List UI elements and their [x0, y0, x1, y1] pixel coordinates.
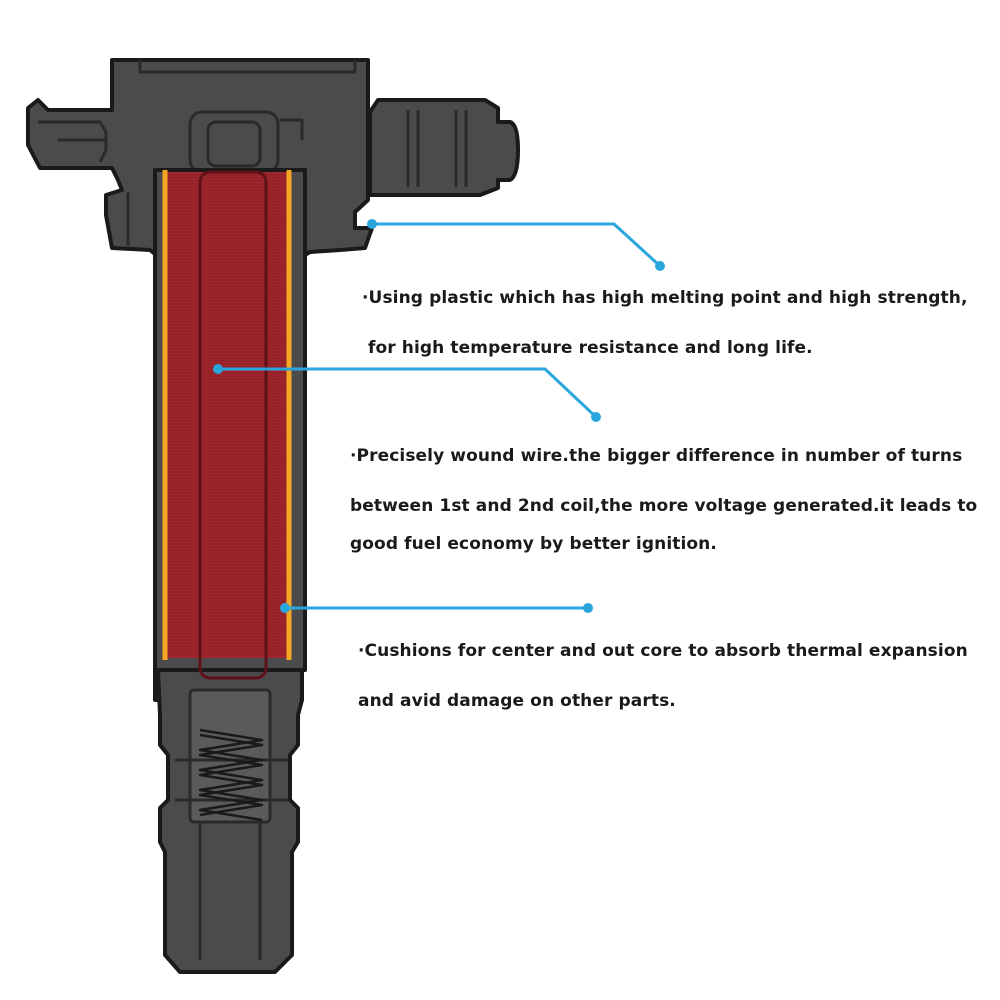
- core-slot: [198, 170, 268, 680]
- callout-text-line: for high temperature resistance and long…: [368, 338, 813, 358]
- leader-winding: [213, 364, 601, 422]
- spring: [198, 728, 264, 822]
- callout-text-line: ·Cushions for center and out core to abs…: [358, 641, 968, 661]
- connector-ribs: [406, 110, 468, 187]
- callout-text-line: good fuel economy by better ignition.: [350, 534, 717, 554]
- leader-cushion: [280, 603, 593, 613]
- leader-lines: [213, 219, 665, 613]
- callout-text-line: and avid damage on other parts.: [358, 691, 676, 711]
- callout-text-line: ·Using plastic which has high melting po…: [362, 288, 968, 308]
- coil-winding: [162, 170, 292, 680]
- side-connector: [368, 98, 520, 197]
- winding-lines: [168, 174, 286, 656]
- callout-text-line: between 1st and 2nd coil,the more voltag…: [350, 496, 978, 516]
- leader-housing: [367, 219, 665, 271]
- callout-text-line: ·Precisely wound wire.the bigger differe…: [350, 446, 963, 466]
